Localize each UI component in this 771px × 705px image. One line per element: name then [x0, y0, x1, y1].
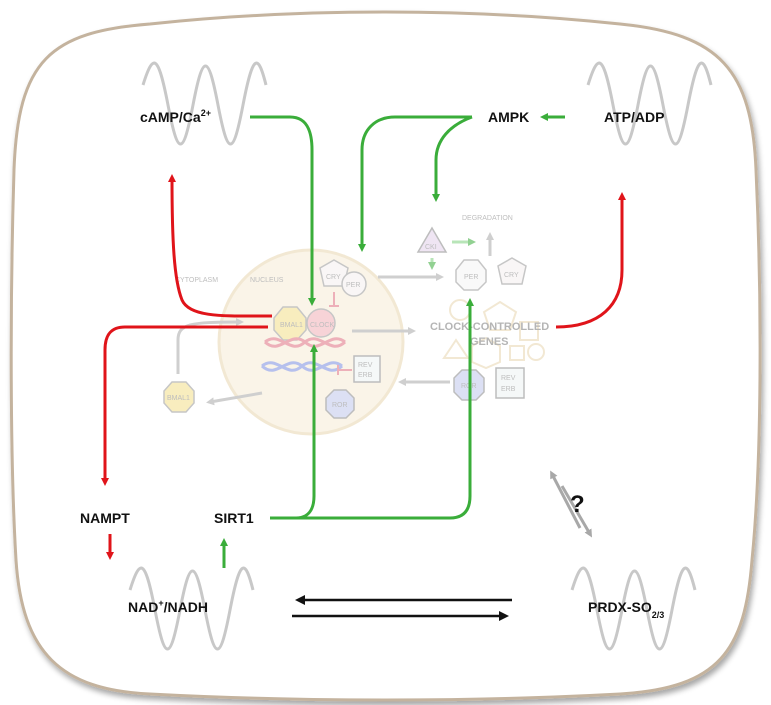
per-cyto-label: PER: [464, 274, 478, 281]
cry-cyto-label: CRY: [504, 272, 519, 279]
per-nuclear-label: PER: [346, 282, 360, 289]
grey-arrow-bmal1-out: [206, 391, 263, 406]
nampt-label: NAMPT: [80, 510, 130, 526]
ccg-label-line2: GENES: [470, 336, 509, 348]
erb-nuclear-label: ERB: [358, 372, 373, 379]
green-arrow-camp-to-clock: [250, 115, 316, 306]
question-mark: ?: [570, 491, 585, 518]
bmal1-cyto-label: BMAL1: [167, 395, 190, 402]
green-arrow-ampk-to-cry: [358, 115, 472, 252]
reverb-nuclear-shape: [353, 355, 381, 383]
rev-cyto-label: REV: [501, 375, 516, 382]
inhibition-reverb-dna: [337, 365, 352, 375]
bmal1-label: BMAL1: [280, 322, 303, 329]
ckl-shape: [416, 226, 448, 253]
green-arrow-sirt1-to-per: [270, 298, 474, 520]
red-arrow-ccg-to-atp: [555, 192, 626, 329]
clock-shape: [306, 308, 336, 338]
cytoplasm-label: CYTOPLASM: [175, 277, 218, 284]
ror-nuclear-label: ROR: [332, 402, 348, 409]
erb-cyto-label: ERB: [501, 386, 516, 393]
cry-nuclear-label: CRY: [326, 274, 341, 281]
sirt1-label: SIRT1: [214, 510, 254, 526]
wave-camp: [141, 61, 268, 146]
wave-nad: [128, 566, 255, 651]
ckl-label: CKI: [425, 244, 437, 251]
ror-nuclear-shape: [325, 389, 355, 419]
dna-blue-2: [260, 361, 343, 372]
inhibition-cry-clock: [329, 292, 339, 307]
clock-core: CYTOPLASM NUCLEUS BMAL1 CLOCK CRY PER RE…: [163, 215, 545, 436]
degradation-label: DEGRADATION: [462, 215, 513, 222]
reverb-cyto-shape: [495, 367, 525, 399]
cry-nuclear-shape: [319, 259, 349, 287]
wave-prdx: [570, 566, 697, 651]
green-arrow-ampk-to-ckl: [432, 115, 473, 202]
bmal1-cyto-shape: [163, 381, 195, 413]
red-arrow-to-camp: [168, 174, 273, 318]
per-cyto-shape: [455, 259, 487, 291]
dna-red-2: [263, 337, 346, 348]
cry-cyto-shape: [497, 257, 527, 285]
red-arrow-to-nampt: [101, 325, 268, 486]
wave-atp: [586, 61, 713, 146]
per-nuclear-shape: [341, 271, 367, 297]
prdx-label: PRDX-SO2/3: [588, 599, 664, 620]
camp-label: cAMP/Ca2+: [140, 108, 211, 125]
nucleus-label: NUCLEUS: [250, 277, 284, 284]
grey-arrow-prdx-up: [550, 470, 582, 529]
ccg-label-line1: CLOCK-CONTROLLED: [430, 321, 549, 333]
atp-adp-label: ATP/ADP: [604, 109, 664, 125]
ampk-label: AMPK: [488, 109, 529, 125]
rev-nuclear-label: REV: [358, 362, 373, 369]
clock-label: CLOCK: [310, 322, 334, 329]
nad-label: NAD+/NADH: [128, 598, 208, 615]
grey-arrow-prdx-down: [560, 485, 593, 538]
